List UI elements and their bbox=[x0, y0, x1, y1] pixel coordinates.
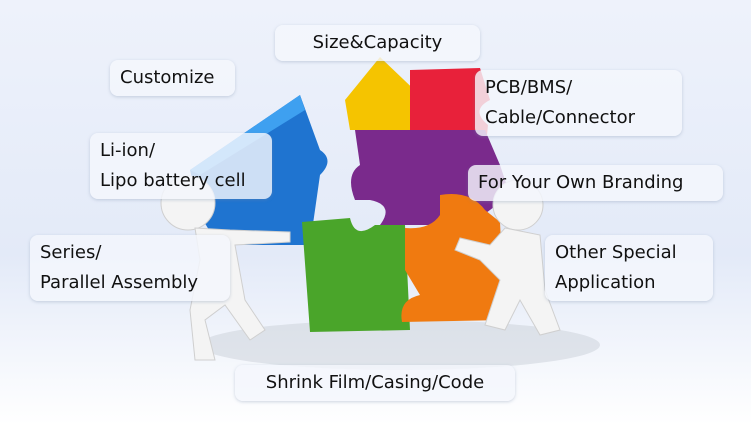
label-text: Other Special bbox=[555, 242, 677, 263]
label-text: Shrink Film/Casing/Code bbox=[265, 372, 485, 393]
floor-shadow bbox=[200, 320, 600, 370]
label-branding: For Your Own Branding bbox=[468, 165, 723, 201]
label-text: For Your Own Branding bbox=[478, 172, 684, 193]
green-puzzle-piece bbox=[302, 218, 410, 332]
label-liion: Li-ion/Lipo battery cell bbox=[90, 133, 272, 199]
label-text: PCB/BMS/ bbox=[485, 77, 573, 98]
label-text: Application bbox=[555, 272, 656, 293]
label-text: Li-ion/ bbox=[100, 140, 156, 161]
label-series-parallel: Series/Parallel Assembly bbox=[30, 235, 230, 301]
label-text: Lipo battery cell bbox=[100, 170, 246, 191]
orange-puzzle-piece bbox=[401, 194, 505, 322]
label-customize: Customize bbox=[110, 60, 235, 96]
label-text: Parallel Assembly bbox=[40, 272, 199, 293]
label-pcb-bms: PCB/BMS/Cable/Connector bbox=[475, 70, 682, 136]
label-size-capacity: Size&Capacity bbox=[275, 25, 480, 61]
label-text: Customize bbox=[120, 67, 215, 88]
label-shrink-film: Shrink Film/Casing/Code bbox=[235, 365, 515, 401]
label-text: Series/ bbox=[40, 242, 102, 263]
label-text: Cable/Connector bbox=[485, 107, 636, 128]
yellow-puzzle-piece bbox=[345, 57, 425, 130]
label-text: Size&Capacity bbox=[312, 32, 443, 53]
